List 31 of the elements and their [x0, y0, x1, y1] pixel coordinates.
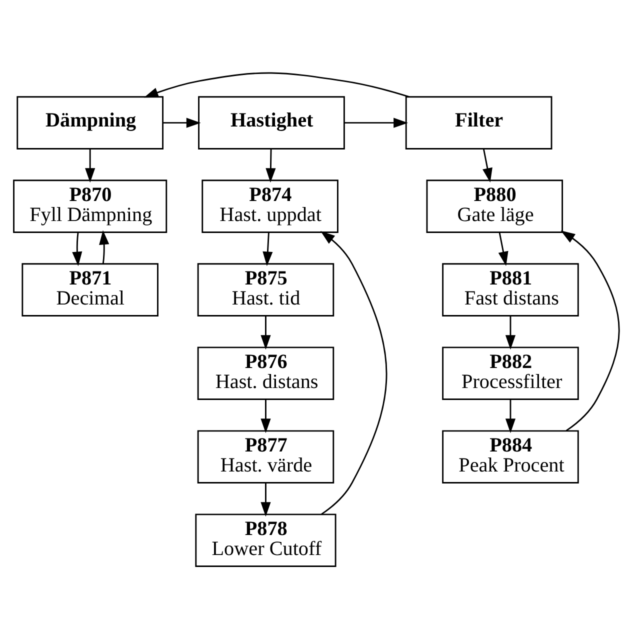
arrow [498, 232, 508, 266]
node-box: Hastighet [198, 96, 345, 150]
node-box: P878 Lower Cutoff [195, 514, 336, 567]
node-box: P871 Decimal [22, 263, 158, 316]
arrow [144, 72, 410, 98]
arrow [505, 316, 516, 350]
arrow [560, 230, 620, 432]
arrow [266, 148, 276, 183]
arrow [344, 118, 408, 128]
arrow [99, 230, 110, 264]
node-box: P875 Hast. tid [197, 263, 334, 316]
node-box: P877 Hast. värde [197, 430, 334, 484]
arrow [482, 148, 492, 183]
node-box: P881 Fast distans [442, 263, 579, 316]
node-box: P876 Hast. distans [197, 346, 334, 400]
node-box: P880 Gate läge [426, 180, 564, 233]
node-box: P884 Peak Procent [442, 430, 579, 484]
arrow [262, 232, 273, 266]
node-box: P874 Hast. uppdat [202, 180, 338, 233]
arrow [260, 316, 271, 350]
arrow [72, 232, 82, 266]
arrow [505, 399, 516, 434]
node-box: P882 Processfilter [442, 346, 579, 400]
arrow [320, 231, 388, 515]
arrow [260, 399, 271, 434]
node-box: P870 Fyll Dämpning [13, 180, 168, 233]
arrow [260, 482, 271, 517]
node-box: Dämpning [16, 96, 164, 150]
arrow [85, 148, 96, 183]
node-box: Filter [405, 96, 552, 150]
arrow [163, 118, 201, 128]
